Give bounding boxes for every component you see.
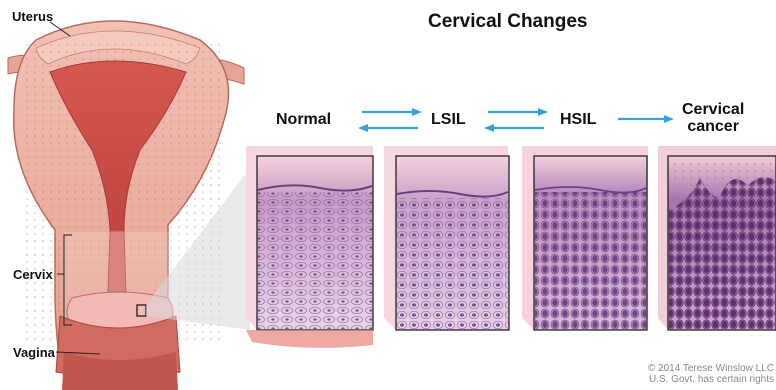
- stage-label-cancer: Cervical cancer: [682, 101, 744, 135]
- label-cervix: Cervix: [13, 267, 53, 282]
- tissue-panel-lsil: [384, 146, 509, 330]
- label-vagina: Vagina: [13, 345, 55, 360]
- stage-label-cancer-line2: cancer: [682, 118, 744, 135]
- copyright-line2: U.S. Govt. has certain rights: [648, 374, 774, 385]
- copyright-notice: © 2014 Terese Winslow LLC U.S. Govt. has…: [648, 363, 774, 385]
- page-title: Cervical Changes: [428, 11, 587, 33]
- stage-label-hsil: HSIL: [560, 111, 596, 129]
- stage-label-lsil: LSIL: [431, 111, 466, 129]
- tissue-panel-normal: [246, 146, 373, 348]
- stage-label-normal: Normal: [276, 111, 331, 129]
- copyright-line1: © 2014 Terese Winslow LLC: [648, 363, 774, 374]
- tissue-panel-hsil: [522, 146, 648, 330]
- tissue-panel-cancer: [658, 146, 776, 330]
- uterus-illustration: [8, 21, 244, 390]
- progression-arrows: [358, 108, 674, 132]
- stage-label-cancer-line1: Cervical: [682, 101, 744, 118]
- label-uterus: Uterus: [12, 9, 53, 24]
